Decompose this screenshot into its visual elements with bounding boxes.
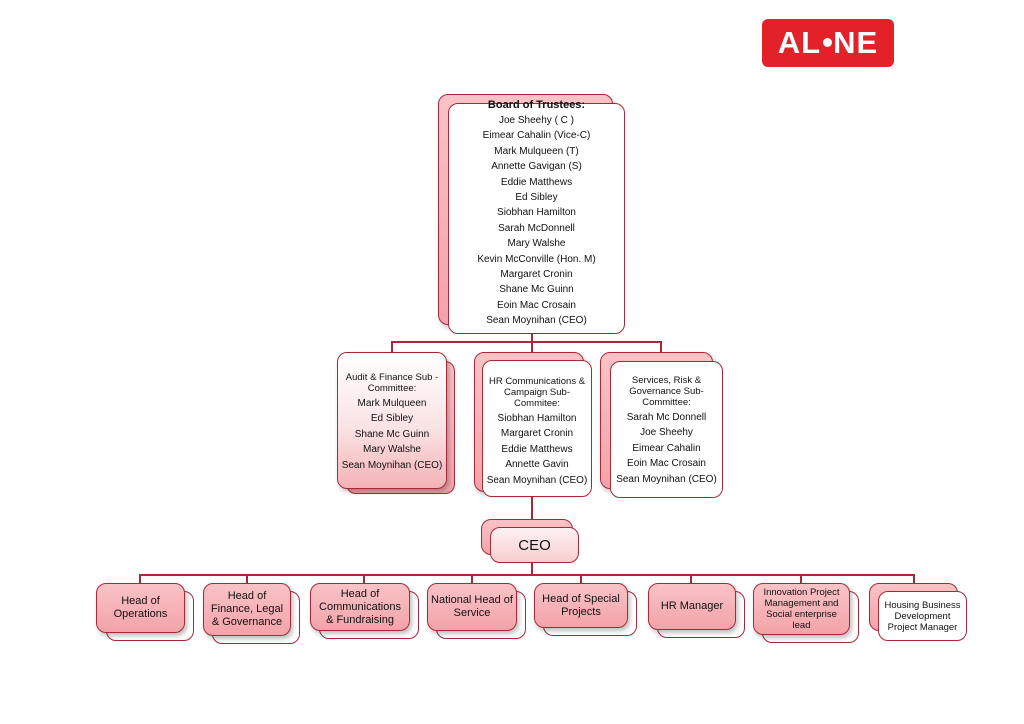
connector-role-4: [471, 574, 473, 583]
connector-role-6: [690, 574, 692, 583]
role-label: Head of Operations: [113, 595, 168, 620]
committee-member: Annette Gavin: [505, 459, 569, 471]
board-member: Siobhan Hamilton: [497, 207, 576, 219]
board-member: Shane Mc Guinn: [499, 284, 574, 296]
role-label: Innovation Project Management and Social…: [763, 587, 840, 631]
connector-board-down: [531, 333, 533, 342]
connector-committee-bar: [391, 341, 662, 343]
committee-member: Sean Moynihan (CEO): [486, 474, 588, 486]
board-box-front: [448, 103, 625, 334]
connector-role-2: [246, 574, 248, 583]
connector-role-7: [800, 574, 802, 583]
role-box-back: [648, 583, 736, 630]
committee-member: Eoin Mac Crosain: [627, 458, 706, 470]
board-member: Kevin McConville (Hon. M): [477, 253, 596, 265]
board-member: Mary Walshe: [507, 238, 566, 250]
board-member: Annette Gavigan (S): [491, 161, 582, 173]
role-box-back: [427, 583, 517, 631]
connector-committee-2: [531, 341, 533, 353]
board-member: Eimear Cahalin (Vice-C): [482, 130, 591, 142]
committee-member: Mark Mulqueen: [357, 398, 427, 409]
role-box-front: [878, 591, 967, 641]
role-box-back: [753, 583, 850, 635]
role-label: Housing Business Development Project Man…: [884, 599, 961, 633]
committee-box-front: [337, 352, 447, 489]
board-member: Sarah McDonnell: [498, 222, 575, 234]
ceo-label: CEO: [518, 536, 551, 554]
role-label: Head of Communications & Fundraising: [319, 587, 401, 626]
board-member: Sean Moynihan (CEO): [486, 315, 587, 327]
logo-dot-icon: [823, 38, 833, 48]
logo-text-left: AL: [777, 25, 822, 60]
board-title: Board of Trustees:: [487, 99, 586, 111]
hr-communications-list: HR Communications & Campaign Sub-Commite…: [482, 376, 592, 488]
alone-logo: AL NE: [762, 19, 894, 67]
connector-role-3: [363, 574, 365, 583]
board-member: Joe Sheehy ( C ): [498, 115, 575, 126]
committee-member: Mary Walshe: [363, 444, 421, 456]
role-box-back: [534, 583, 628, 628]
services-risk-list: Services, Risk & Governance Sub-Committe…: [610, 375, 723, 487]
role-label: Head of Special Projects: [542, 592, 620, 618]
committee-title: Services, Risk & Governance Sub-Committe…: [629, 375, 704, 408]
board-member: Eoin Mac Crosain: [497, 299, 576, 311]
audit-finance-list: Audit & Finance Sub - Committee: Mark Mu…: [337, 372, 447, 473]
role-label: Head of Finance, Legal & Governance: [210, 590, 284, 628]
role-label: HR Manager: [660, 600, 724, 612]
committee-member: Eimear Cahalin: [632, 442, 701, 454]
logo-text-right: NE: [833, 25, 879, 60]
committee-member: Sean Moynihan (CEO): [341, 459, 443, 471]
committee-member: Ed Sibley: [370, 413, 414, 425]
connector-role-5: [580, 574, 582, 583]
connector-committee-3: [660, 341, 662, 353]
connector-role-8: [913, 574, 915, 583]
committee-member: Margaret Cronin: [500, 428, 574, 440]
board-member: Eddie Matthews: [500, 176, 573, 188]
connector-roles-bar: [139, 574, 915, 576]
board-list: Board of Trustees: Joe Sheehy ( C ) Eime…: [448, 99, 625, 329]
board-member: Ed Sibley: [515, 192, 558, 204]
connector-to-ceo: [531, 497, 533, 521]
committee-member: Shane Mc Guinn: [354, 428, 430, 440]
connector-ceo-down: [531, 563, 533, 575]
role-label: National Head of Service: [431, 594, 513, 619]
committee-member: Eddie Matthews: [501, 443, 573, 455]
connector-role-1: [139, 574, 141, 583]
ceo-box-front: [490, 527, 579, 563]
committee-box-front: [610, 361, 723, 498]
committee-title: HR Communications & Campaign Sub-Commite…: [488, 376, 586, 409]
committee-member: Sean Moynihan (CEO): [616, 473, 717, 485]
committee-title: Audit & Finance Sub - Committee:: [345, 372, 439, 394]
board-member: Mark Mulqueen (T): [494, 145, 579, 157]
role-box-back: [203, 583, 291, 636]
connector-committee-1: [391, 341, 393, 353]
committee-member: Joe Sheehy: [640, 427, 693, 439]
committee-box-front: [482, 360, 592, 497]
committee-member: Siobhan Hamilton: [497, 413, 577, 424]
board-member: Margaret Cronin: [500, 269, 573, 281]
committee-member: Sarah Mc Donnell: [626, 412, 707, 423]
role-box-back: [96, 583, 185, 633]
role-box-back: [310, 583, 410, 631]
